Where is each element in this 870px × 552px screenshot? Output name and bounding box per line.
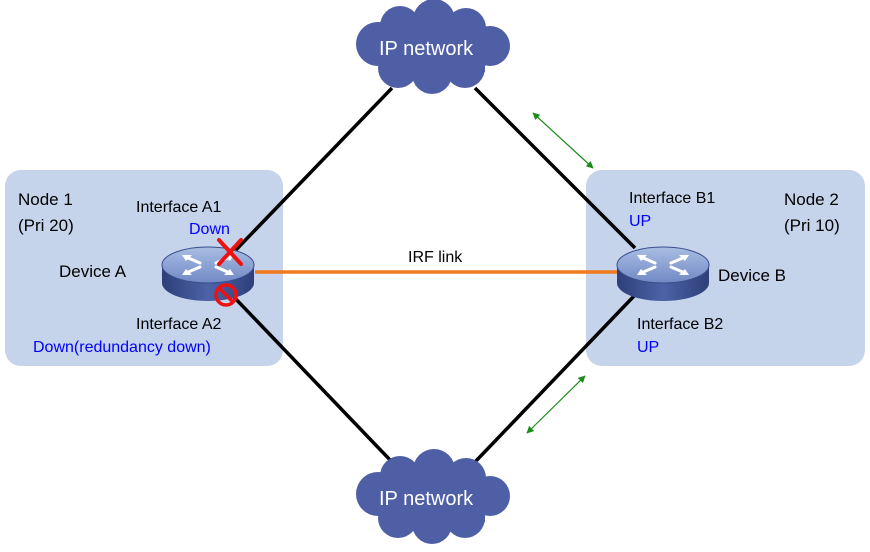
node-2-priority: (Pri 10) xyxy=(784,216,840,235)
interface-a2-blocked-icon xyxy=(214,283,238,307)
device-b-switch-icon xyxy=(616,246,710,301)
node-1-name: Node 1 xyxy=(18,190,73,209)
link-a1-top-network xyxy=(230,86,394,256)
link-a2-bottom-network xyxy=(230,293,394,464)
interface-a1-name: Interface A1 xyxy=(136,199,222,216)
interface-a1-status: Down xyxy=(189,221,230,238)
interface-a2-status: Down(redundancy down) xyxy=(33,339,211,356)
link-top-network-b1 xyxy=(473,86,637,250)
device-b-label: Device B xyxy=(718,266,787,285)
traffic-arrow-top xyxy=(532,112,594,169)
bottom-network-label: IP network xyxy=(379,488,474,510)
node-1-area xyxy=(5,170,283,366)
interface-a2-name: Interface A2 xyxy=(136,316,222,333)
node-2-name: Node 2 xyxy=(784,190,839,209)
interface-b1-name: Interface B1 xyxy=(629,190,716,207)
interface-b2-status: UP xyxy=(637,339,660,356)
cloud-icon-top xyxy=(356,0,510,94)
irf-link-label: IRF link xyxy=(408,249,463,266)
node-2-area xyxy=(586,170,865,366)
interface-a1-down-x-icon xyxy=(217,238,243,266)
node-1-priority: (Pri 20) xyxy=(18,216,74,235)
interface-b1-status: UP xyxy=(629,213,652,230)
top-network-label: IP network xyxy=(379,38,474,60)
cloud-icon-bottom xyxy=(356,449,510,544)
traffic-arrow-bottom xyxy=(526,375,586,434)
device-a-switch-icon xyxy=(161,246,255,301)
interface-b2-name: Interface B2 xyxy=(637,316,724,333)
link-bottom-network-b2 xyxy=(473,293,637,464)
device-a-label: Device A xyxy=(59,262,127,281)
